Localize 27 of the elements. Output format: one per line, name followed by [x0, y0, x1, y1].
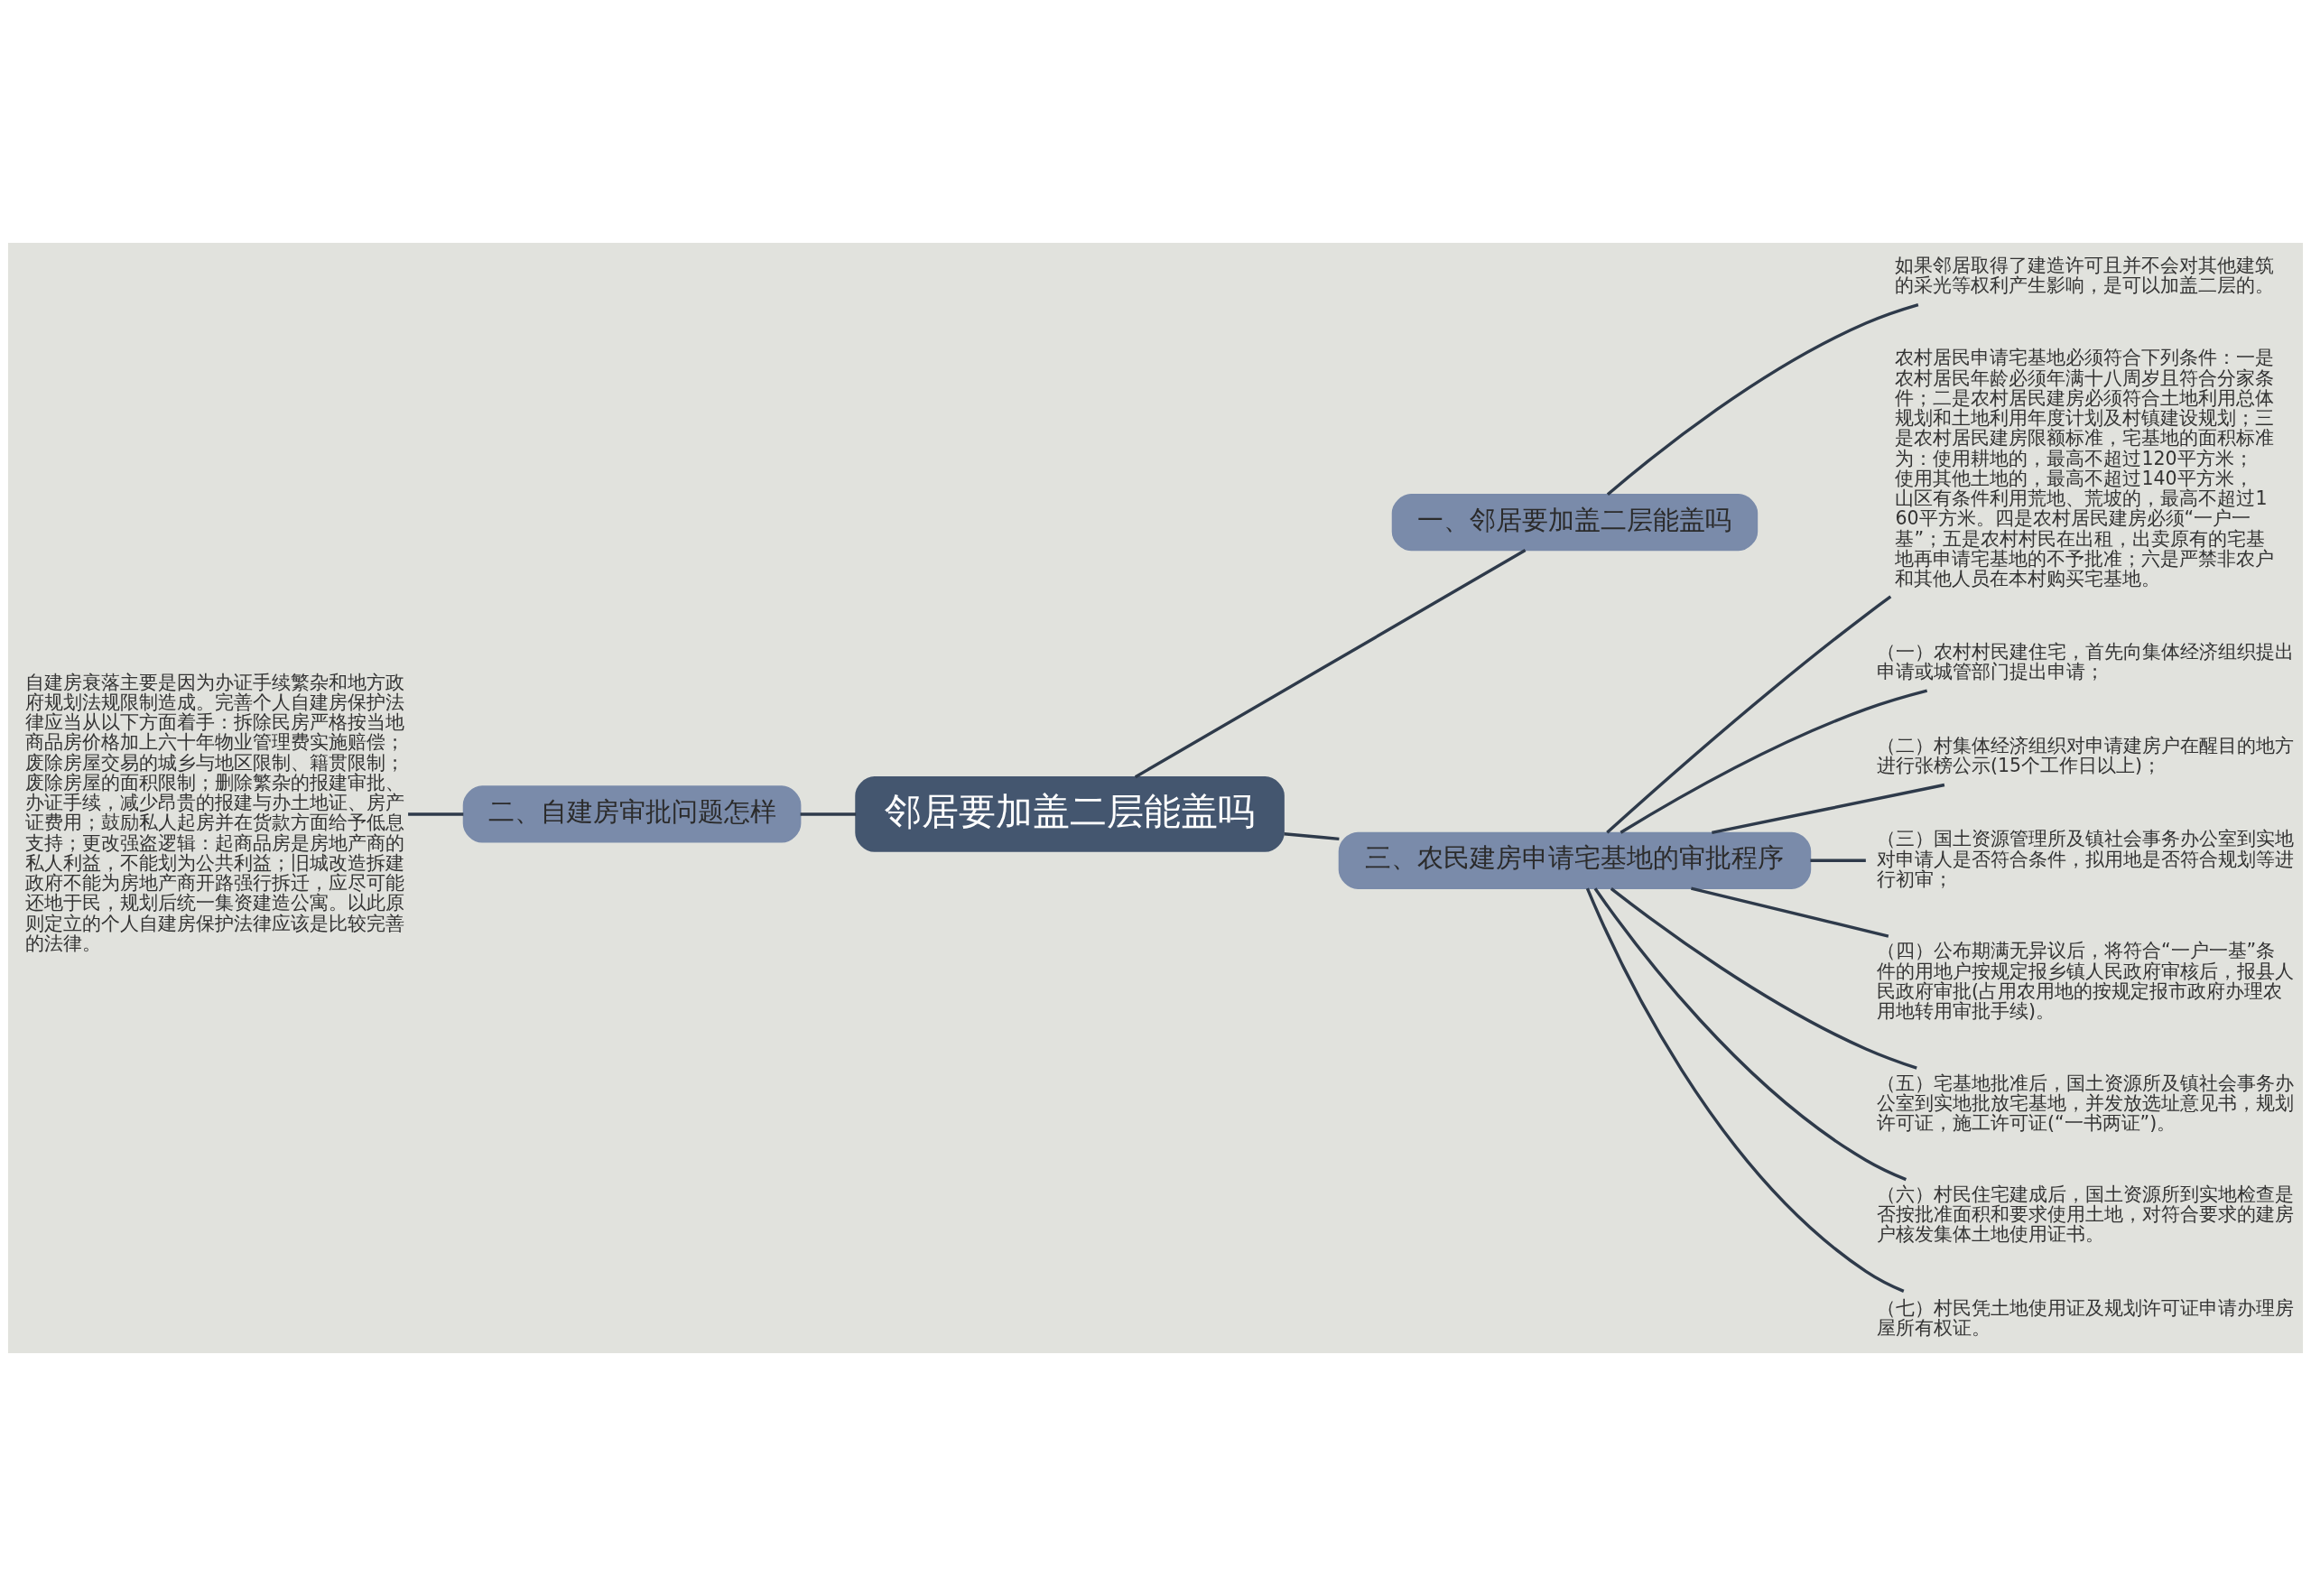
node-box: 二、自建房审批问题怎样 — [462, 785, 802, 843]
connector — [1606, 302, 1919, 496]
node-text: 如果邻居取得了建造许可且并不会对其他建筑的采光等权利产生影响，是可以加盖二层的。 — [1895, 254, 2275, 297]
node-text: （一）农村村民建住宅，首先向集体经济组织提出申请或城管部门提出申请； — [1876, 640, 2294, 682]
connector — [1593, 887, 1907, 1182]
node-text: （四）公布期满无异议后，将符合“一户一基”条件的用地户按规定报乡镇人民政府审核后，报县人民政府审批(占用农用地的按规定报市政府办理农用地转用审批手续)。 — [1876, 940, 2294, 1023]
connector — [1691, 886, 1889, 938]
node-text: 农村居民申请宅基地必须符合下列条件：一是农村居民年龄必须年满十八周岁且符合分家条件；二是农村居民建房必须符合土地利用总体规划和土地利用年度计划及村镇建设规划；三是农村居民建房限额标准，宅基地的面积标准为：使用耕地的，最高不超过120平方米；使用其他土地的，最高不超过140平方米，山区有条件利用荒地、荒坡的，最高不超过160平方米。四是农村居民建房必须“一户一基”；五是农村村民在出租，出卖原有的宅基地再申请宅基地的不予批准；六是严禁非农户和其他人员在本村购买宅基地。 — [1895, 347, 2275, 590]
connector — [1585, 887, 1905, 1293]
connector — [1712, 783, 1945, 835]
connector — [408, 812, 464, 816]
connector — [1284, 832, 1340, 841]
connector — [800, 812, 857, 816]
node-text: （六）村民住宅建成后，国土资源所到实地检查是否按批准面积和要求使用土地，对符合要求的建房户核发集体土地使用证书。 — [1876, 1183, 2294, 1246]
connector — [1810, 858, 1866, 862]
node-text: （三）国土资源管理所及镇社会事务办公室到实地对申请人是否符合条件，拟用地是否符合规划等进行初审； — [1876, 828, 2294, 890]
node-text: 自建房衰落主要是因为办证手续繁杂和地方政府规划法规限制造成。完善个人自建房保护法律应当从以下方面着手：拆除民房严格按当地商品房价格加上六十年物业管理费实施赔偿；废除房屋交易的城乡与地区限制、籍贯限制；废除房屋的面积限制；删除繁杂的报建审批、办证手续，减少昂贵的报建与办土地证、房产证费用；鼓励私人起房并在货款方面给予低息支持；更改强盗逻辑：起商品房是房地产商的私人利益，不能划为公共利益；旧城改造拆建政府不能为房地产商开路强行拆迁，应尽可能还地于民，规划后统一集资建造公寓。以此原则定立的个人自建房保护法律应该是比较完善的法律。 — [24, 671, 404, 954]
node-box: 一、邻居要加盖二层能盖吗 — [1391, 494, 1759, 552]
connector — [1610, 887, 1917, 1070]
connector — [1606, 595, 1892, 834]
node-text: （七）村民凭土地使用证及规划许可证申请办理房屋所有权证。 — [1876, 1296, 2294, 1339]
node-text: （二）村集体经济组织对申请建房户在醒目的地方进行张榜公示(15个工作日以上)； — [1876, 734, 2294, 777]
node-box: 邻居要加盖二层能盖吗 — [855, 776, 1285, 852]
connector — [1620, 689, 1928, 834]
node-box: 三、农民建房申请宅基地的审批程序 — [1338, 831, 1812, 889]
node-text: （五）宅基地批准后，国土资源所及镇社会事务办公室到实地批放宅基地，并发放选址意见书，规划许可证，施工许可证(“一书两证”)。 — [1876, 1072, 2294, 1135]
connector — [1134, 549, 1527, 779]
